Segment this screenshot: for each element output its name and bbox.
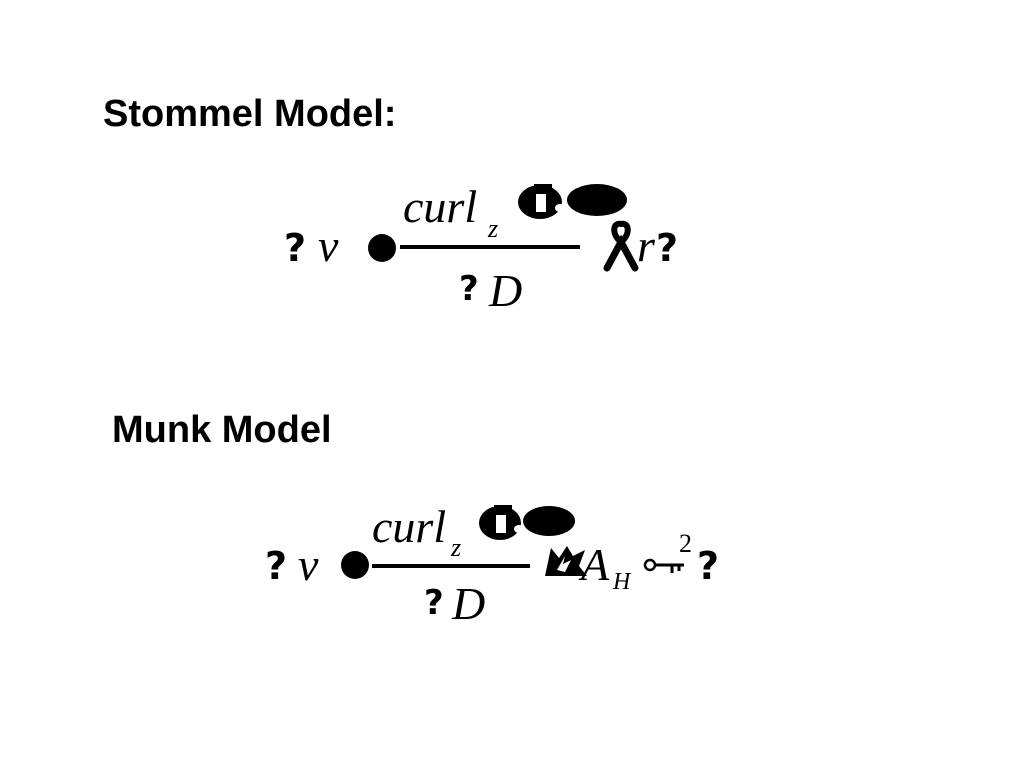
minus-ribbon-icon [603,220,639,272]
stommel-rhs-variable: r [637,220,655,271]
stommel-lhs-symbol: ? [284,226,307,270]
munk-rhs-subscript: H [613,569,631,595]
stommel-fraction-bar [400,245,580,249]
stommel-denominator-variable: D [489,265,523,316]
munk-denominator-variable: D [452,578,486,629]
equals-dot-icon [341,551,369,579]
stommel-lhs-variable: v [318,220,339,271]
munk-fraction-bar [372,564,530,568]
nabla-key-icon [643,558,684,573]
munk-rhs-variable: A [581,539,610,590]
munk-rhs-symbol: ? [697,544,720,588]
munk-heading: Munk Model [112,409,332,451]
stommel-numerator-subscript: z [488,214,499,243]
stommel-heading: Stommel Model: [103,93,397,135]
munk-lhs-variable: v [298,539,319,590]
munk-numerator-subscript: z [451,533,462,562]
tau-icon [479,505,575,540]
equals-dot-icon [368,234,396,262]
munk-rhs-exponent: 2 [679,529,692,558]
sign-burst-icon [545,546,587,576]
stommel-denominator-symbol: ? [459,269,479,309]
munk-denominator-symbol: ? [424,583,444,623]
munk-numerator-curl: curl [372,501,447,552]
stommel-rhs-symbol: ? [656,226,679,270]
stommel-numerator-curl: curl [403,181,478,232]
munk-lhs-symbol: ? [265,544,288,588]
tau-icon [518,184,627,219]
